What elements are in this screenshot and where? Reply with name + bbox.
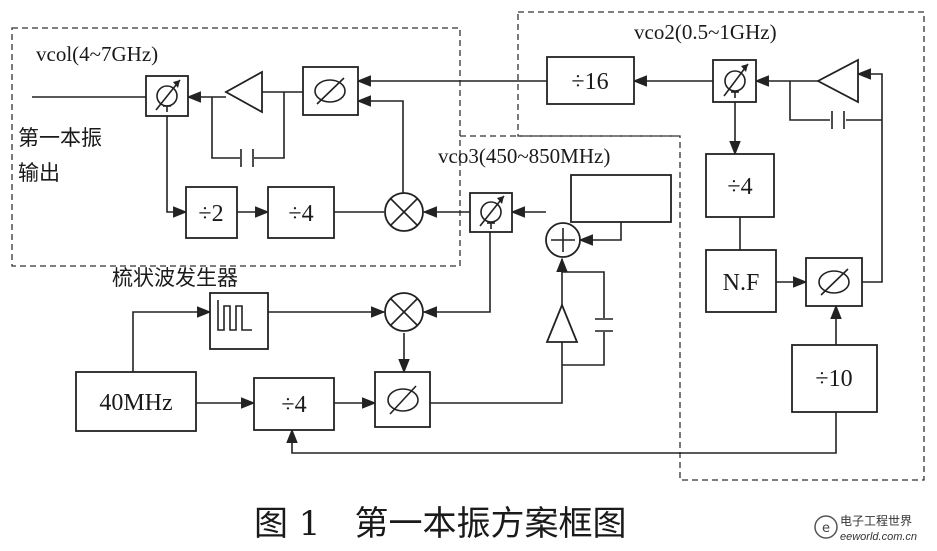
div2-block [185,186,238,239]
comb-generator-title: 梳状波发生器 [112,266,238,290]
vco2-enclosure [517,11,925,481]
amplifier-vco1 [224,70,263,114]
div4-vco1-label: ÷4 [288,201,313,227]
ref-oscillator-label: 40MHz [99,390,172,416]
watermark-logo: e 电子工程世界 eeworld.com.cn [814,513,917,543]
capacitor-vco1 [240,149,254,167]
div2-label: ÷2 [198,201,223,227]
signal-wires [32,68,883,454]
div4-vco2-label: ÷4 [727,174,752,200]
vco3-symbol [469,192,513,233]
div4-vco2-block [705,153,775,218]
vco2-title: vco2(0.5~1GHz) [634,20,777,44]
div4-ref-label: ÷4 [281,392,306,418]
vco1-symbol [145,75,189,117]
lo-output-label-line2: 输出 [18,161,60,185]
div10-label: ÷10 [815,366,852,392]
mixer-1 [384,192,424,232]
watermark-url: eeworld.com.cn [840,531,917,543]
div4-ref-block [253,377,335,431]
nf-label: N.F [723,270,760,296]
summing-node [545,222,581,258]
vco2-symbol [712,59,757,103]
figure-caption: 图 1 第一本振方案框图 [254,504,626,544]
vco1-enclosure [11,27,461,267]
ref-oscillator-block [75,371,197,432]
div10-block [791,344,878,413]
nf-block [705,249,777,313]
phase-detector-vco3 [374,371,431,428]
div16-label: ÷16 [571,69,608,95]
watermark-brand: 电子工程世界 [840,513,912,528]
vco1-title: vcol(4~7GHz) [36,42,158,66]
amplifier-vco2 [816,58,859,104]
amplifier-vco3 [545,302,579,343]
capacitor-vco3 [595,318,613,332]
vco3-title: vco3(450~850MHz) [438,144,610,168]
svg-text:e: e [822,521,830,536]
div4-vco1-block [267,186,335,239]
capacitor-vco2 [831,111,845,129]
phase-detector-vco2 [805,257,863,307]
vco3-control-block [570,174,672,223]
lo-output-label-line1: 第一本振 [18,126,102,150]
comb-generator-block [209,292,269,350]
phase-detector-vco1 [302,66,359,116]
div16-block [546,56,635,105]
mixer-2 [384,292,424,332]
